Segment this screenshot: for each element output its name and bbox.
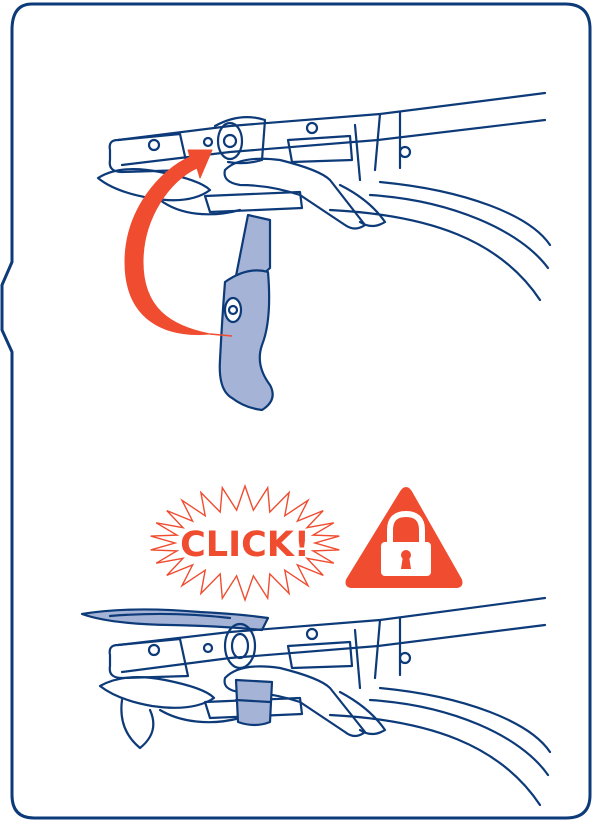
rotation-arrow-icon	[124, 149, 233, 337]
clamp-top	[223, 157, 367, 230]
click-label: CLICK!	[180, 525, 310, 565]
wheel-arcs-top	[328, 180, 552, 302]
frame-tube-top	[116, 91, 547, 167]
step-locked-strap	[80, 596, 552, 807]
bracket-left-bottom	[108, 637, 190, 680]
strap-end-bottom	[80, 608, 270, 632]
click-burst-icon: CLICK!	[150, 483, 340, 603]
strap-wrapped-bottom	[234, 678, 274, 727]
strap-tab-top	[218, 269, 274, 412]
frame-tube-bottom	[116, 596, 547, 674]
buckle-ring-bottom	[223, 622, 257, 670]
buckle-ring-top	[216, 121, 244, 161]
wheel-arcs-bottom	[328, 686, 552, 807]
padlock-warning-icon	[345, 487, 463, 588]
step-rotate-strap	[96, 91, 552, 412]
